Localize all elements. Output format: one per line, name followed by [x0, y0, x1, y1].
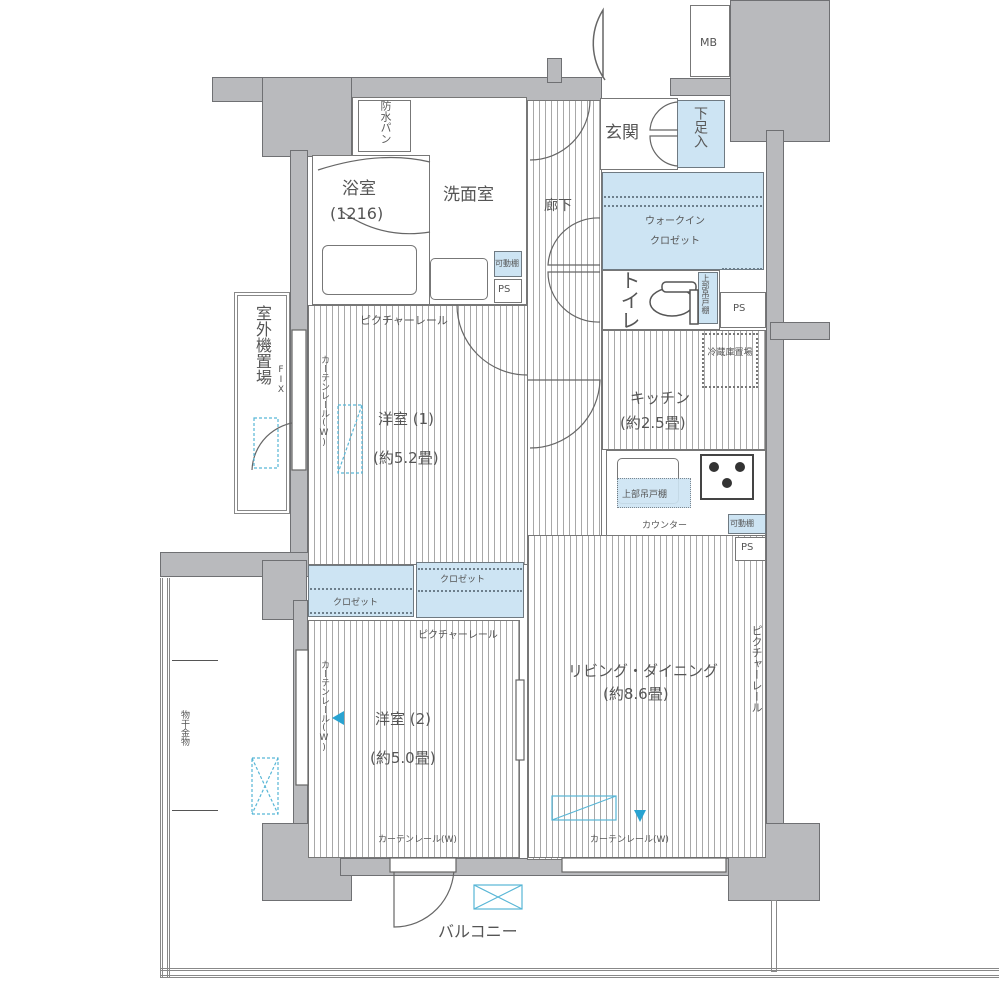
toilet-label: トイレ	[617, 270, 641, 330]
front-door-swing-icon	[592, 7, 606, 81]
living-dining-size: (約8.6畳)	[603, 685, 669, 703]
hallway-label: 廊下	[544, 198, 572, 214]
living-dining-floor	[528, 535, 766, 858]
fridge-space-label: 冷蔵庫置場	[707, 348, 753, 358]
entrance-area	[600, 98, 678, 170]
fix-window-label: FIX	[276, 365, 286, 395]
kitchen-ps	[735, 537, 766, 561]
wall-top-notch	[547, 58, 562, 83]
meter-box-label: MB	[700, 36, 718, 49]
aircon-arrow-icon	[634, 810, 646, 822]
picture-rail-room1-label: ピクチャーレール	[360, 314, 448, 327]
washroom-label: 洗面室	[443, 185, 494, 205]
western-room-1-size: (約5.2畳)	[373, 449, 439, 467]
shoe-box-label: 下足入	[692, 106, 708, 148]
kitchen-movable-shelf	[728, 514, 766, 534]
bathroom-label: 浴室	[342, 179, 376, 199]
curtain-rail-room2-side-label: カーテンレール(W)	[319, 660, 329, 753]
closet-left-label: クロゼット	[333, 598, 379, 608]
closet-right-label: クロゼット	[440, 575, 486, 585]
washroom-ps-label: PS	[498, 284, 511, 295]
counter-label: カウンター	[642, 521, 688, 531]
kitchen-upper-cabinet-label: 上部吊戸棚	[622, 490, 668, 500]
toilet-ps-label: PS	[733, 303, 746, 314]
kitchen-movable-shelf-label: 可動棚	[730, 519, 754, 528]
western-room-2-size: (約5.0畳)	[370, 749, 436, 767]
picture-rail-living-label: ピクチャーレール	[750, 625, 763, 713]
wall-right-stub	[770, 322, 830, 340]
bathroom-size: (1216)	[330, 204, 384, 223]
picture-rail-room2-label: ピクチャーレール	[418, 630, 498, 641]
aircon-arrow-icon	[332, 711, 344, 725]
washroom-ps	[494, 279, 522, 303]
washroom-movable-shelf-label: 可動棚	[495, 259, 519, 268]
balcony-divider	[771, 900, 777, 972]
walk-in-closet-label-1: ウォークイン	[645, 216, 705, 227]
outdoor-unit-space	[234, 292, 290, 514]
bathtub	[322, 245, 417, 295]
curtain-rail-living-label: カーテンレール(W)	[590, 835, 669, 845]
shoe-box	[677, 100, 725, 168]
western-room-1-label: 洋室 (1)	[378, 410, 435, 428]
waterproof-pan	[358, 100, 411, 152]
curtain-rail-room2-bottom-label: カーテンレール(W)	[378, 835, 457, 845]
wall-top-right-block	[730, 0, 830, 142]
kitchen-size: (約2.5畳)	[620, 414, 686, 432]
western-room-1-floor	[308, 305, 528, 565]
walk-in-closet	[602, 172, 764, 270]
western-room-2-label: 洋室 (2)	[375, 710, 432, 728]
kitchen-upper-cabinet	[617, 478, 691, 508]
closet-left	[308, 565, 414, 617]
fridge-space	[702, 333, 758, 388]
kitchen-ps-label: PS	[741, 542, 754, 553]
outdoor-unit-space-label: 室外機置場	[253, 305, 272, 385]
balcony-label: バルコニー	[438, 922, 518, 941]
balcony-railing-bottom	[160, 968, 999, 978]
toilet-ps	[720, 292, 766, 328]
kitchen-label: キッチン	[630, 389, 691, 407]
washroom-movable-shelf	[494, 251, 522, 277]
laundry-hanger-top	[172, 660, 218, 661]
laundry-hanger-label: 物干金物	[179, 710, 189, 746]
kitchen-floor	[602, 330, 766, 450]
laundry-hanger-bottom	[172, 810, 218, 811]
balcony-door-swing-icon	[393, 864, 455, 928]
wall-top-left-block	[262, 77, 352, 157]
wash-basin	[430, 258, 488, 300]
western-room-2-floor	[308, 620, 520, 858]
waterproof-pan-label: 防水パン	[379, 100, 392, 144]
gas-stove	[700, 454, 754, 500]
aircon-unit-icon	[473, 795, 617, 910]
curtain-rail-room1-label: カーテンレール(W)	[319, 355, 329, 448]
living-dining-label: リビング・ダイニング	[568, 662, 719, 680]
balcony-railing-left	[160, 578, 170, 978]
meter-box	[690, 5, 730, 77]
walk-in-closet-label-2: クロゼット	[650, 236, 700, 247]
entrance-label: 玄関	[605, 123, 639, 143]
stove-burner-icon	[709, 462, 745, 488]
toilet-upper-shelf-label: 上部吊戸棚	[701, 274, 710, 314]
